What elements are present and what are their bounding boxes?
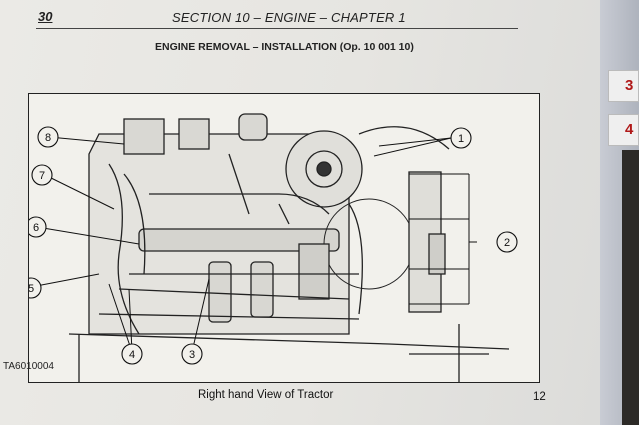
engine-drawing: 1 2 3 4 5 6 7 8 bbox=[29, 113, 518, 382]
figure-code: TA6010004 bbox=[3, 361, 54, 372]
tab-4[interactable]: 4 bbox=[608, 114, 639, 146]
callout-2: 2 bbox=[504, 237, 510, 249]
callout-1: 1 bbox=[458, 133, 464, 145]
callout-7: 7 bbox=[39, 170, 45, 182]
section-title: SECTION 10 – ENGINE – CHAPTER 1 bbox=[172, 10, 406, 25]
callout-3: 3 bbox=[189, 349, 195, 361]
tab-3[interactable]: 3 bbox=[608, 70, 639, 102]
callout-8: 8 bbox=[45, 132, 51, 144]
header-divider bbox=[36, 28, 518, 29]
figure-caption: Right hand View of Tractor bbox=[198, 389, 334, 401]
binder-spine bbox=[622, 150, 639, 425]
callout-5: 5 bbox=[29, 283, 34, 295]
manual-page: 30 SECTION 10 – ENGINE – CHAPTER 1 ENGIN… bbox=[0, 0, 600, 425]
callout-6: 6 bbox=[33, 222, 39, 234]
callout-4: 4 bbox=[129, 349, 135, 361]
engine-illustration: 1 2 3 4 5 6 7 8 bbox=[28, 93, 540, 383]
procedure-title: ENGINE REMOVAL – INSTALLATION (Op. 10 00… bbox=[155, 41, 414, 53]
header-page-number: 30 bbox=[38, 9, 53, 24]
footer-page-number: 12 bbox=[533, 391, 546, 403]
